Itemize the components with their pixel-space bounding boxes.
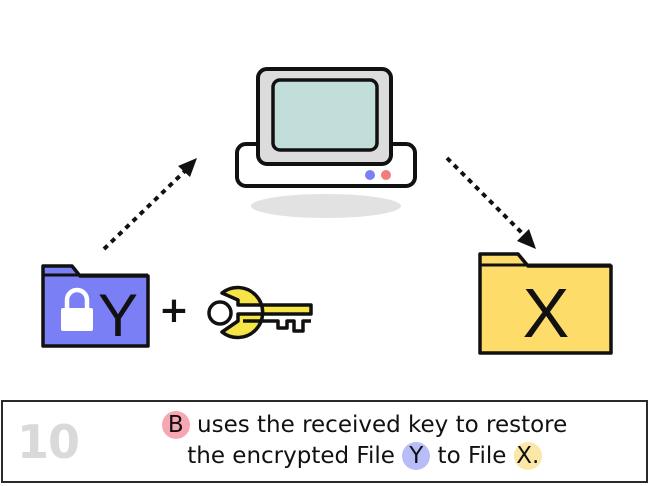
file-y-badge: Y [402,442,431,470]
caption-line-1: B uses the received key to restore [83,410,646,441]
illustration: Y + X [41,67,613,355]
key-body [220,285,313,340]
lock-icon [61,287,93,331]
caption-text: B uses the received key to restore the e… [83,410,646,472]
caption-line-2: the encrypted File Y to File X. [83,441,646,472]
folder-y-letter: Y [98,282,138,349]
restored-folder-icon: X [478,252,613,355]
plus-sign: + [159,290,189,331]
caption-line-2-prefix: the encrypted File [187,443,395,469]
caption-box: 10 B uses the received key to restore th… [1,400,648,483]
arrow-to-restored-folder [445,156,536,249]
step-number: 10 [17,415,80,469]
encrypted-folder-icon: Y [41,264,150,349]
computer-icon [235,67,417,218]
folder-x-letter: X [523,274,570,352]
file-x-badge: X. [513,442,542,470]
caption-line-2-middle: to File [437,443,507,469]
arrow-to-computer [102,158,197,251]
key-icon [207,285,313,340]
caption-line-1-text: uses the received key to restore [197,412,568,438]
status-led [381,170,391,180]
monitor-screen [271,78,379,152]
actor-badge: B [161,411,190,439]
status-led [365,170,375,180]
